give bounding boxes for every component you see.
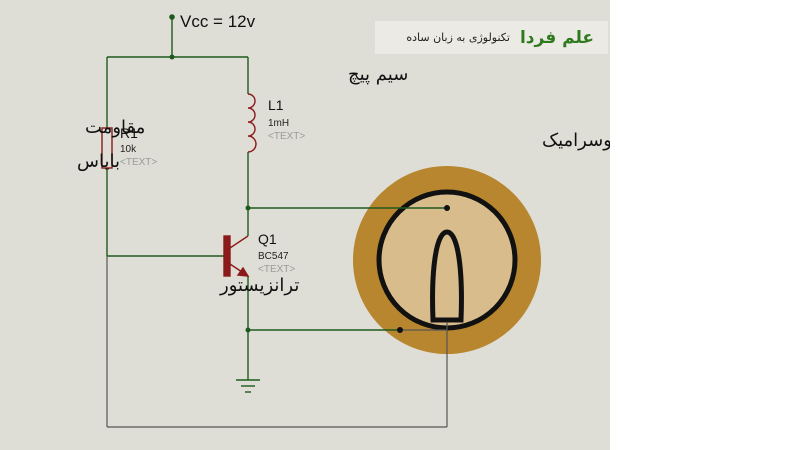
piezo-feedback-electrode — [430, 229, 464, 323]
transistor-label-fa: ترانزیستور — [219, 275, 299, 296]
junction-collector — [245, 205, 251, 211]
r1-ref: R1 — [120, 125, 138, 141]
inductor-l1-symbol — [247, 93, 257, 153]
piezo-terminal-dots — [397, 205, 450, 333]
resistor-label-fa-line2: بایاس — [77, 151, 120, 172]
resistor-label-fa-line1: مقاومت — [85, 117, 145, 138]
resistor-r1-symbol — [101, 127, 113, 169]
junction-emitter — [245, 327, 251, 333]
l1-value: 1mH — [268, 118, 289, 129]
junction-top — [169, 54, 175, 60]
vcc-label: Vcc = 12v — [180, 12, 256, 31]
site-logo[interactable]: علم فردا تکنولوژی به زبان ساده — [375, 21, 608, 54]
r1-value: 10k — [120, 144, 137, 155]
transistor-q1-symbol — [223, 235, 250, 277]
ground-icon — [236, 379, 260, 393]
logo-brand: علم فردا — [519, 27, 594, 48]
q1-ref: Q1 — [258, 231, 277, 247]
q1-value: BC547 — [258, 251, 289, 262]
wires — [106, 28, 447, 380]
circuit-diagram: Vcc = 12v R1 10k <TEXT> L1 1mH <TEXT> Q1… — [77, 12, 610, 428]
piezo-terminal-bottom — [397, 327, 403, 333]
r1-text: <TEXT> — [120, 157, 157, 168]
logo-tagline: تکنولوژی به زبان ساده — [406, 31, 510, 44]
piezo-terminal-top — [444, 205, 450, 211]
piezo-wires — [106, 256, 448, 428]
piezo-disc — [353, 166, 541, 354]
coil-label-fa: سیم پیچ — [348, 64, 408, 85]
l1-text: <TEXT> — [268, 131, 305, 142]
piezo-label-fa: پیزوسرامیک — [542, 130, 610, 151]
l1-ref: L1 — [268, 97, 284, 113]
q1-text: <TEXT> — [258, 264, 295, 275]
